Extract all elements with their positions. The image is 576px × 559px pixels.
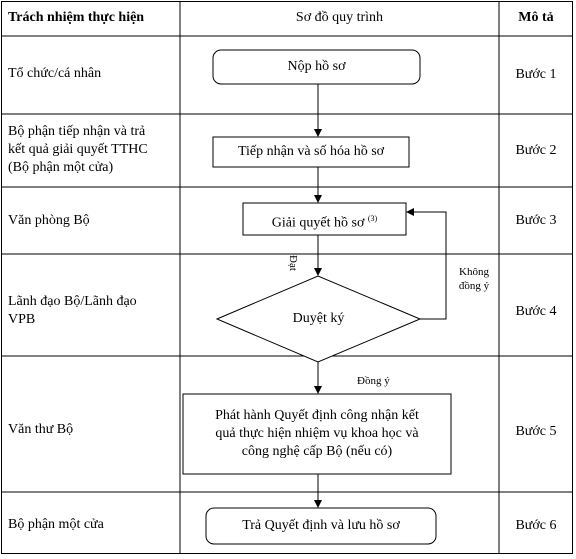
header-description: Mô tả (518, 10, 554, 25)
edge-label-pass: Đạt (287, 255, 299, 271)
responsibility-row-2-line-3: (Bộ phận một cửa) (8, 160, 114, 175)
node-submit-label: Nộp hồ sơ (287, 59, 346, 74)
node-receive (212, 136, 410, 168)
responsibility-row-1: Tổ chức/cá nhân (8, 66, 102, 81)
step-3: Bước 3 (515, 213, 557, 228)
node-approve-label: Duyệt ký (292, 311, 345, 326)
responsibility-row-5: Văn thư Bộ (8, 422, 74, 437)
node-process-text: Giải quyết hồ sơ (271, 215, 365, 231)
node-submit (212, 49, 421, 85)
responsibility-row-3: Văn phòng Bộ (8, 213, 90, 228)
step-2: Bước 2 (515, 143, 557, 158)
edge-label-fail-line-1: Không (459, 266, 489, 278)
node-return-label: Trả Quyết định và lưu hồ sơ (242, 518, 400, 533)
responsibility-row-4-line-2: VPB (8, 312, 36, 327)
node-issue-line-2: quả thực hiện nhiệm vụ khoa học và (215, 426, 419, 441)
node-process (242, 202, 407, 236)
header-responsibility: Trách nhiệm thực hiện (8, 10, 145, 25)
node-process-label: Giải quyết hồ sơ (3) (243, 210, 406, 233)
header-flowchart: Sơ đồ quy trình (295, 10, 384, 25)
node-return (205, 507, 437, 545)
node-receive-label: Tiếp nhận và số hóa hồ sơ (237, 144, 385, 159)
node-issue-line-1: Phát hành Quyết định công nhận kết (215, 408, 419, 423)
step-4: Bước 4 (515, 304, 557, 319)
node-issue (182, 393, 452, 475)
node-process-note: (3) (367, 214, 378, 223)
step-5: Bước 5 (515, 424, 557, 439)
step-6: Bước 6 (515, 518, 557, 533)
responsibility-row-2-line-1: Bộ phận tiếp nhận và trả (8, 124, 146, 139)
responsibility-row-4-line-1: Lãnh đạo Bộ/Lãnh đạo (8, 294, 137, 309)
edge-label-agree: Đồng ý (357, 375, 390, 387)
node-issue-line-3: công nghệ cấp Bộ (nếu có) (241, 444, 393, 459)
step-1: Bước 1 (515, 67, 557, 82)
edge-reject-loop (406, 208, 447, 320)
edge-label-fail-line-2: đồng ý (458, 280, 490, 292)
responsibility-row-2-line-2: kết quả giải quyết TTHC (8, 142, 148, 157)
responsibility-row-6: Bộ phận một cửa (8, 517, 104, 532)
